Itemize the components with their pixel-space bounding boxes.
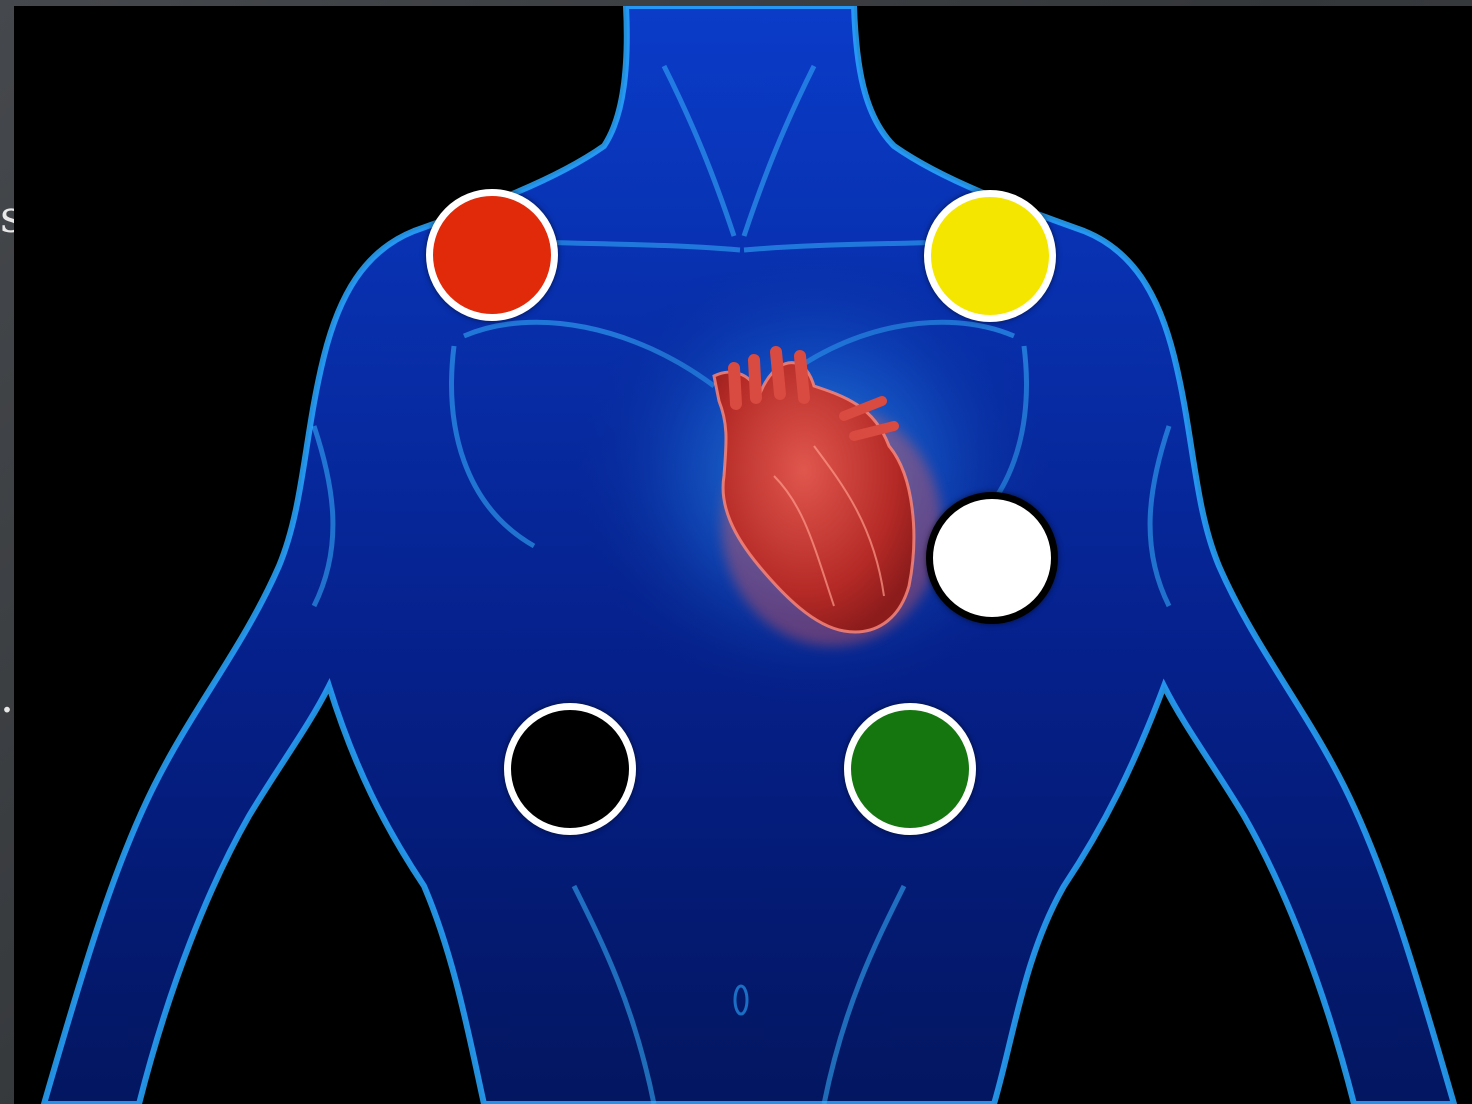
human-torso-illustration [14, 6, 1472, 1104]
electrode-green [844, 703, 976, 835]
clipped-edge-text-2: . [0, 676, 14, 720]
diagram-panel [14, 6, 1472, 1104]
clipped-edge-text: s [0, 196, 14, 240]
electrode-white [926, 492, 1058, 624]
electrode-red [426, 189, 558, 321]
electrode-black [504, 703, 636, 835]
electrode-yellow [924, 190, 1056, 322]
